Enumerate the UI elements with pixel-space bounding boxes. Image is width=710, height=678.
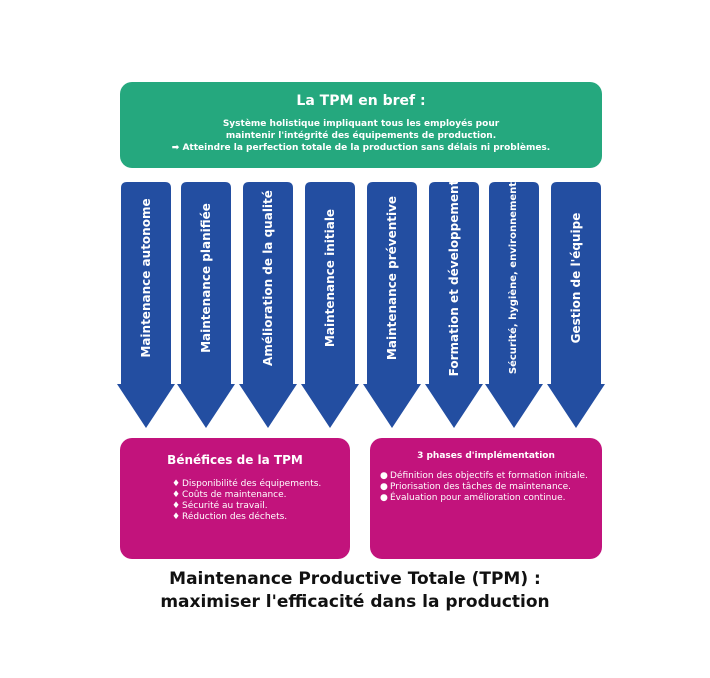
benefits-list: ♦Disponibilité des équipements. ♦Coûts d… (120, 479, 350, 523)
caption-line-1: Maintenance Productive Totale (TPM) : (169, 569, 541, 589)
benefit-item: ♦Sécurité au travail. (172, 501, 268, 511)
pillar-arrow-3 (239, 182, 297, 428)
phase-item: ●Évaluation pour amélioration continue. (380, 493, 566, 503)
dot-bullet-icon: ● (380, 471, 388, 481)
pillar-label-6: Formation et développement (447, 179, 461, 377)
pillar-label-4: Maintenance initiale (323, 208, 337, 348)
benefits-box: Bénéfices de la TPM ♦Disponibilité des é… (120, 438, 350, 559)
phases-title: 3 phases d'implémentation (417, 451, 555, 461)
summary-line-3: ➡ Atteindre la perfection totale de la p… (171, 143, 551, 153)
summary-title: La TPM en bref : (296, 93, 426, 109)
pillar-arrow-1 (117, 182, 175, 428)
diamond-bullet-icon: ♦ (172, 512, 181, 522)
benefit-item: ♦Coûts de maintenance. (172, 490, 287, 500)
pillar-arrow-2 (177, 182, 235, 428)
pillar-arrow-7 (485, 182, 543, 428)
phase-item: ●Définition des objectifs et formation i… (380, 471, 588, 481)
diamond-bullet-icon: ♦ (172, 479, 181, 489)
benefit-item: ♦Réduction des déchets. (172, 512, 288, 522)
pillar-arrow-4 (301, 182, 359, 428)
pillar-label-8: Gestion de l'équipe (569, 212, 583, 344)
phases-box: 3 phases d'implémentation ●Définition de… (370, 438, 602, 559)
pillar-label-5: Maintenance préventive (385, 195, 399, 361)
pillar-label-2: Maintenance planifiée (199, 203, 213, 353)
pillar-arrow-8 (547, 182, 605, 428)
dot-bullet-icon: ● (380, 493, 388, 503)
pillar-arrow-5 (363, 182, 421, 428)
benefit-item: ♦Disponibilité des équipements. (172, 479, 322, 489)
tpm-summary-box: La TPM en bref : Système holistique impl… (120, 82, 602, 168)
diamond-bullet-icon: ♦ (172, 501, 181, 511)
benefits-title: Bénéfices de la TPM (167, 453, 303, 467)
pillar-label-7: Sécurité, hygiène, environnement (508, 181, 519, 375)
pillar-label-3: Amélioration de la qualité (261, 190, 275, 366)
diamond-bullet-icon: ♦ (172, 490, 181, 500)
diagram-caption: Maintenance Productive Totale (TPM) : ma… (0, 568, 710, 614)
summary-line-1: Système holistique impliquant tous les e… (222, 119, 500, 129)
dot-bullet-icon: ● (380, 482, 388, 492)
caption-line-2: maximiser l'efficacité dans la productio… (160, 592, 550, 612)
phase-item: ●Priorisation des tâches de maintenance. (380, 482, 571, 492)
pillar-label-1: Maintenance autonome (139, 198, 153, 358)
pillar-arrow-6 (425, 182, 483, 428)
phases-list: ●Définition des objectifs et formation i… (370, 471, 602, 504)
summary-line-2: maintenir l'intégrité des équipements de… (225, 131, 497, 141)
